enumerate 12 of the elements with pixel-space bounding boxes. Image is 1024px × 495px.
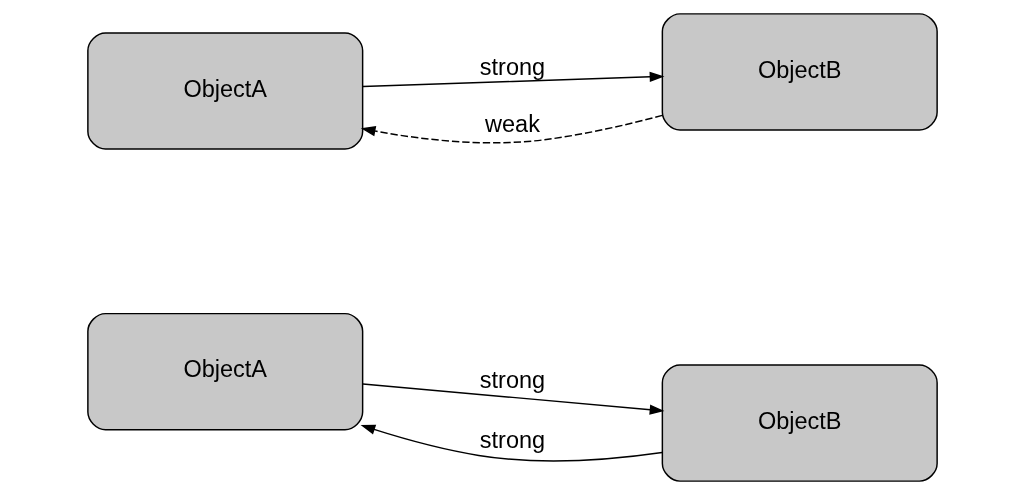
edge-label: strong	[479, 53, 545, 80]
edge-label: weak	[484, 110, 540, 137]
edge-label: strong	[479, 426, 545, 453]
edge-label: strong	[479, 366, 545, 393]
arrow	[360, 424, 663, 462]
arrow	[361, 383, 664, 415]
arrow	[360, 114, 663, 144]
node-box: ObjectA	[86, 312, 363, 431]
node-box: ObjectA	[86, 32, 363, 150]
arrow	[361, 71, 664, 88]
node-box: ObjectB	[661, 13, 938, 131]
node-box: ObjectB	[661, 364, 938, 482]
